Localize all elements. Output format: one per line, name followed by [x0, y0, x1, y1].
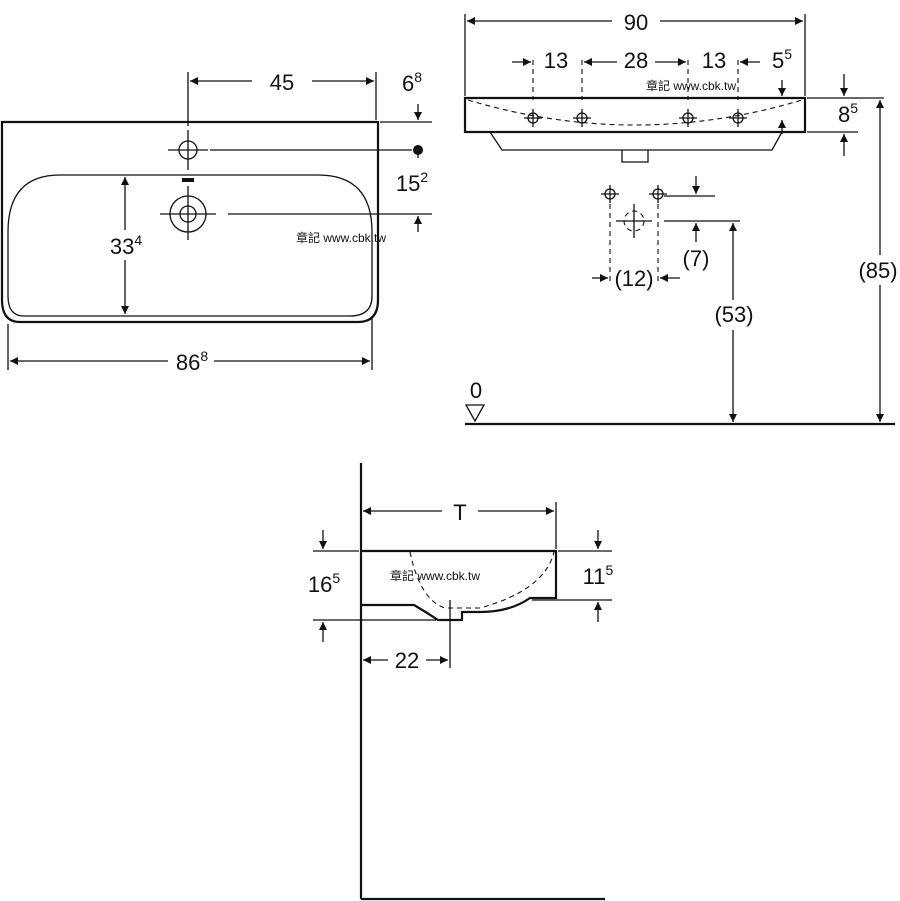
dim-hole-middle: 28: [624, 48, 648, 73]
bowl-outline-top: [7, 174, 373, 317]
dim-tap-from-edge: 68: [402, 69, 422, 96]
basin-outline-front: [463, 96, 807, 134]
tap-hole: [168, 130, 208, 170]
tap-hole-2: [572, 108, 592, 128]
drain-hole: [160, 178, 216, 240]
dim-tap-to-back: 45: [270, 70, 294, 95]
dim-bowl-width: 868: [176, 348, 208, 375]
watermark-side: 章記 www.cbk.tw: [390, 568, 480, 583]
front-view: 90 13 28 13 55 85 (7) (: [463, 6, 900, 426]
dim-depth-label: T: [453, 500, 466, 525]
tap-hole-3: [678, 108, 698, 128]
dim-trap-offset: (12): [614, 266, 653, 291]
basin-outline-side: [361, 549, 558, 622]
basin-outline-top: [0, 120, 380, 324]
side-view: T 165 115 22 章記 www.cbk.tw: [308, 463, 614, 901]
dim-rim-to-floor: (85): [858, 258, 897, 283]
dim-waste-height: (53): [714, 302, 753, 327]
dim-overall-width: 90: [624, 10, 648, 35]
tap-hole-4: [728, 108, 748, 128]
dim-hole-from-edge: 55: [772, 46, 792, 73]
waste-outlet-front: [621, 150, 649, 163]
bowl-underside-front: [489, 131, 783, 151]
top-view: 45 68 152 334 868 章記 www.cbk.tw: [0, 66, 432, 376]
trap-mark-right: [648, 184, 668, 204]
dim-hole-outer-left: 13: [544, 48, 568, 73]
floor-level-label: 0: [470, 378, 482, 403]
dim-total-height: 165: [308, 570, 340, 597]
floor-level-symbol: [464, 404, 486, 423]
dim-hole-outer-right: 13: [702, 48, 726, 73]
dim-bowl-depth: 334: [110, 232, 142, 259]
dim-rim-height: 85: [838, 100, 858, 127]
bowl-inner-dashed: [467, 99, 803, 126]
dim-bowl-height: 115: [583, 562, 614, 589]
dim-waste-from-wall: 22: [395, 648, 419, 673]
waste-trap-symbol: [616, 204, 652, 238]
bowl-inner-side: [409, 551, 555, 609]
trap-mark-left: [600, 184, 620, 204]
dim-trap-height: (7): [683, 246, 710, 271]
watermark-front: 章記 www.cbk.tw: [646, 78, 736, 93]
tap-hole-1: [523, 108, 543, 128]
watermark-top: 章記 www.cbk.tw: [296, 230, 386, 245]
dim-tap-to-drain: 152: [396, 169, 428, 196]
